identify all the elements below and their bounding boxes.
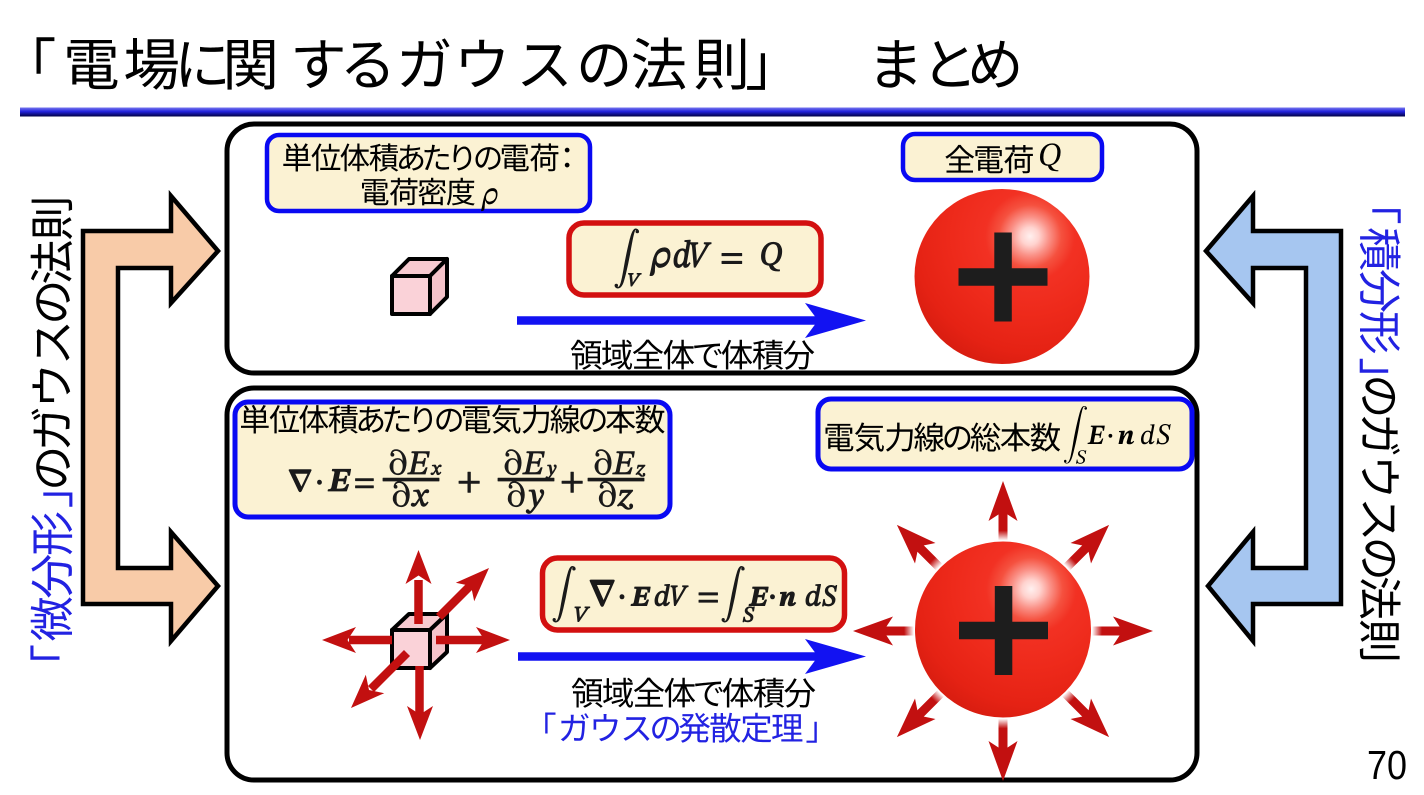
plus-icon — [959, 586, 1048, 675]
divergence-theorem-formula-text — [552, 566, 838, 623]
divergence-theorem-caption — [545, 712, 817, 743]
divergence-theorem-caption-text — [545, 712, 817, 743]
integral-form-highlight-text — [1359, 209, 1401, 373]
differential-form-label — [30, 199, 73, 660]
divergence-label-text — [241, 404, 665, 434]
field-arrows — [322, 550, 510, 740]
differential-bracket-arrow-shape — [80, 189, 221, 648]
plus-icon — [958, 232, 1048, 322]
field-cube-icon — [322, 550, 510, 740]
charge-sphere — [909, 183, 1095, 370]
volume-integral-formula — [566, 220, 824, 298]
differential-form-highlight-text — [30, 492, 73, 660]
total-charge-label-box — [900, 131, 1105, 183]
integral-form-rest-text — [1359, 378, 1401, 660]
differential-bracket-arrow — [80, 189, 221, 648]
integration-arrow-top — [517, 303, 866, 338]
slide-title-text — [36, 37, 1019, 90]
right-arrow-icon — [518, 639, 866, 674]
total-charge-label — [900, 131, 1105, 183]
flux-sphere — [853, 481, 1153, 781]
charge-density-label — [264, 132, 593, 214]
total-charge-label-text — [945, 143, 1061, 174]
divergence-theorem-formula — [539, 555, 848, 633]
page-number: 70 — [1367, 742, 1407, 788]
field-arrow-shafts — [349, 580, 486, 716]
charge-density-label-text — [283, 143, 570, 212]
integral-form-label — [1359, 209, 1401, 660]
differential-form-rest-text — [30, 199, 73, 487]
integration-caption-bottom-text — [571, 677, 816, 708]
cube-front-face — [390, 274, 432, 316]
charge-density-label-box — [264, 132, 593, 214]
integration-caption-top-text — [570, 339, 815, 370]
integration-caption-top — [570, 339, 815, 370]
flux-label-box — [815, 396, 1195, 472]
divergence-formula — [288, 449, 646, 514]
volume-integral-formula-text — [614, 228, 783, 289]
integral-bracket-arrow — [1203, 189, 1344, 648]
divergence-theorem-formula-box — [539, 555, 848, 633]
slide-title — [36, 37, 1019, 90]
right-arrow-icon — [517, 303, 866, 338]
title-divider — [20, 107, 1405, 117]
divergence-label — [232, 399, 673, 520]
field-arrow-heads — [322, 550, 510, 740]
flux-label — [815, 396, 1195, 472]
cube-icon — [390, 257, 449, 316]
integration-caption-bottom — [571, 677, 816, 708]
integral-bracket-arrow-shape — [1203, 189, 1344, 648]
integration-arrow-bottom — [518, 639, 866, 674]
